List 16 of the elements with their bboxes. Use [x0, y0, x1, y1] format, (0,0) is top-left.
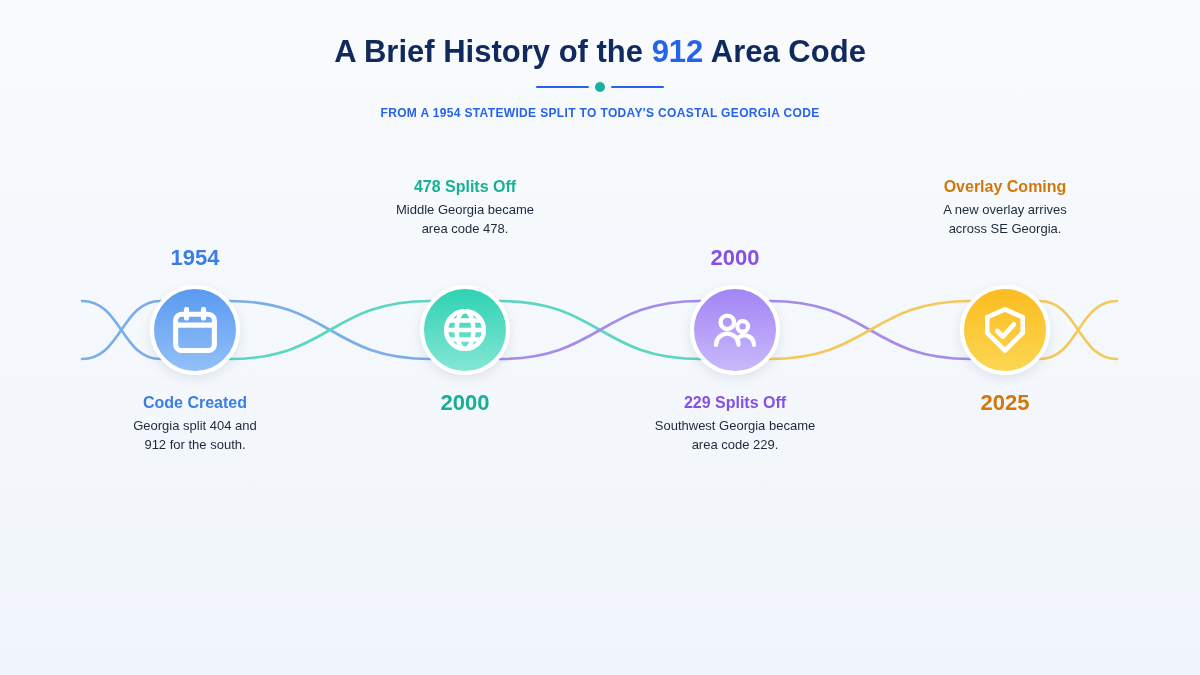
milestone-description: A new overlay arrives across SE Georgia. [942, 201, 1068, 238]
milestone-title: Code Created [143, 393, 247, 413]
milestone-description: Middle Georgia became area code 478. [395, 201, 535, 238]
year-label: 2025 [980, 390, 1030, 416]
milestone-description: Georgia split 404 and 912 for the south. [132, 417, 258, 454]
title: A Brief History of the 912 Area Code [334, 33, 866, 71]
milestone-title: Overlay Coming [943, 177, 1067, 197]
subtitle: FROM A 1954 STATEWIDE SPLIT TO TODAY'S COASTAL GEORGIA CODE [380, 105, 820, 121]
year-label: 2000 [710, 245, 760, 271]
year-label: 2000 [440, 390, 490, 416]
milestone-circle [690, 285, 780, 375]
year-label: 1954 [170, 245, 220, 271]
milestone-title: 478 Splits Off [413, 177, 517, 197]
milestone-circle [960, 285, 1050, 375]
milestone-title: 229 Splits Off [683, 393, 787, 413]
milestone-description: Southwest Georgia became area code 229. [653, 417, 817, 454]
